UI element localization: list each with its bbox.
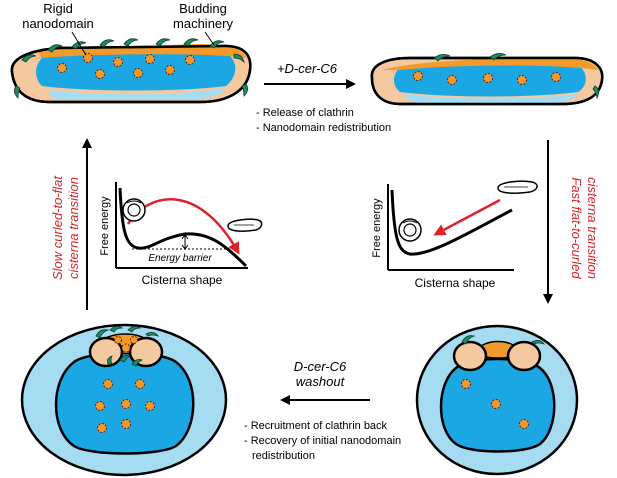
right-flat-cisterna-icon — [497, 180, 538, 194]
nanodomain-dots — [461, 379, 529, 429]
top-note-1: - Release of clathrin — [256, 107, 354, 119]
right-curled-cisterna-icon — [398, 218, 422, 242]
curled-cisterna-bottom-left — [20, 323, 228, 477]
nanodomain-dots — [95, 336, 155, 433]
flat-cisterna-top-right — [370, 53, 604, 106]
clathrin-coats — [461, 335, 545, 345]
right-red-transition-arrow — [433, 198, 501, 236]
budding-machinery-label-1: Budding — [179, 1, 227, 16]
left-barrier-label: Energy barrier — [148, 253, 212, 264]
rigid-nanodomain-label-2: nanodomain — [22, 16, 94, 31]
bottom-note-3: redistribution — [252, 450, 315, 462]
top-treatment-label: +D-cer-C6 — [277, 61, 338, 76]
right-transition-label-1: Fast flat-to-curled — [569, 177, 584, 279]
top-note-2: - Nanodomain redistribution — [256, 122, 391, 134]
left-plot-ylabel: Free energy — [99, 196, 111, 256]
right-transition-label-2: cisterna transition — [585, 177, 600, 279]
left-curled-cisterna-icon — [122, 198, 146, 222]
left-energy-plot: Free energy Cisterna shape Energy barrie… — [99, 182, 263, 287]
clathrin-coats — [95, 326, 159, 367]
flat-cisterna-top-left — [10, 38, 252, 104]
right-energy-plot: Free energy Cisterna shape — [371, 180, 538, 290]
rigid-nanodomain-label-1: Rigid — [43, 1, 73, 16]
nanodomain-dots — [57, 53, 195, 79]
bottom-note-2: - Recovery of initial nanodomain — [244, 435, 401, 447]
budding-machinery-label-2: machinery — [173, 16, 233, 31]
bottom-treatment-label-1: D-cer-C6 — [294, 359, 347, 374]
left-flat-cisterna-icon — [227, 218, 263, 232]
rigid-nanodomain-pointer — [71, 31, 87, 56]
left-energy-curve — [118, 187, 248, 268]
right-plot-xlabel: Cisterna shape — [415, 276, 496, 290]
budding-machinery-pointer — [204, 31, 215, 46]
bottom-treatment-label-2: washout — [296, 374, 346, 389]
left-transition-label-2: cisterna transition — [66, 177, 81, 279]
clathrin-coats — [14, 38, 248, 99]
clathrin-coats — [433, 53, 599, 100]
bottom-note-1: - Recruitment of clathrin back — [244, 420, 388, 432]
left-plot-xlabel: Cisterna shape — [142, 273, 223, 287]
curled-cisterna-bottom-right — [415, 324, 579, 476]
nanodomain-dots — [413, 71, 561, 85]
left-transition-label-1: Slow curled-to-flat — [50, 175, 65, 280]
right-plot-ylabel: Free energy — [371, 198, 383, 258]
right-energy-curve — [390, 189, 513, 256]
